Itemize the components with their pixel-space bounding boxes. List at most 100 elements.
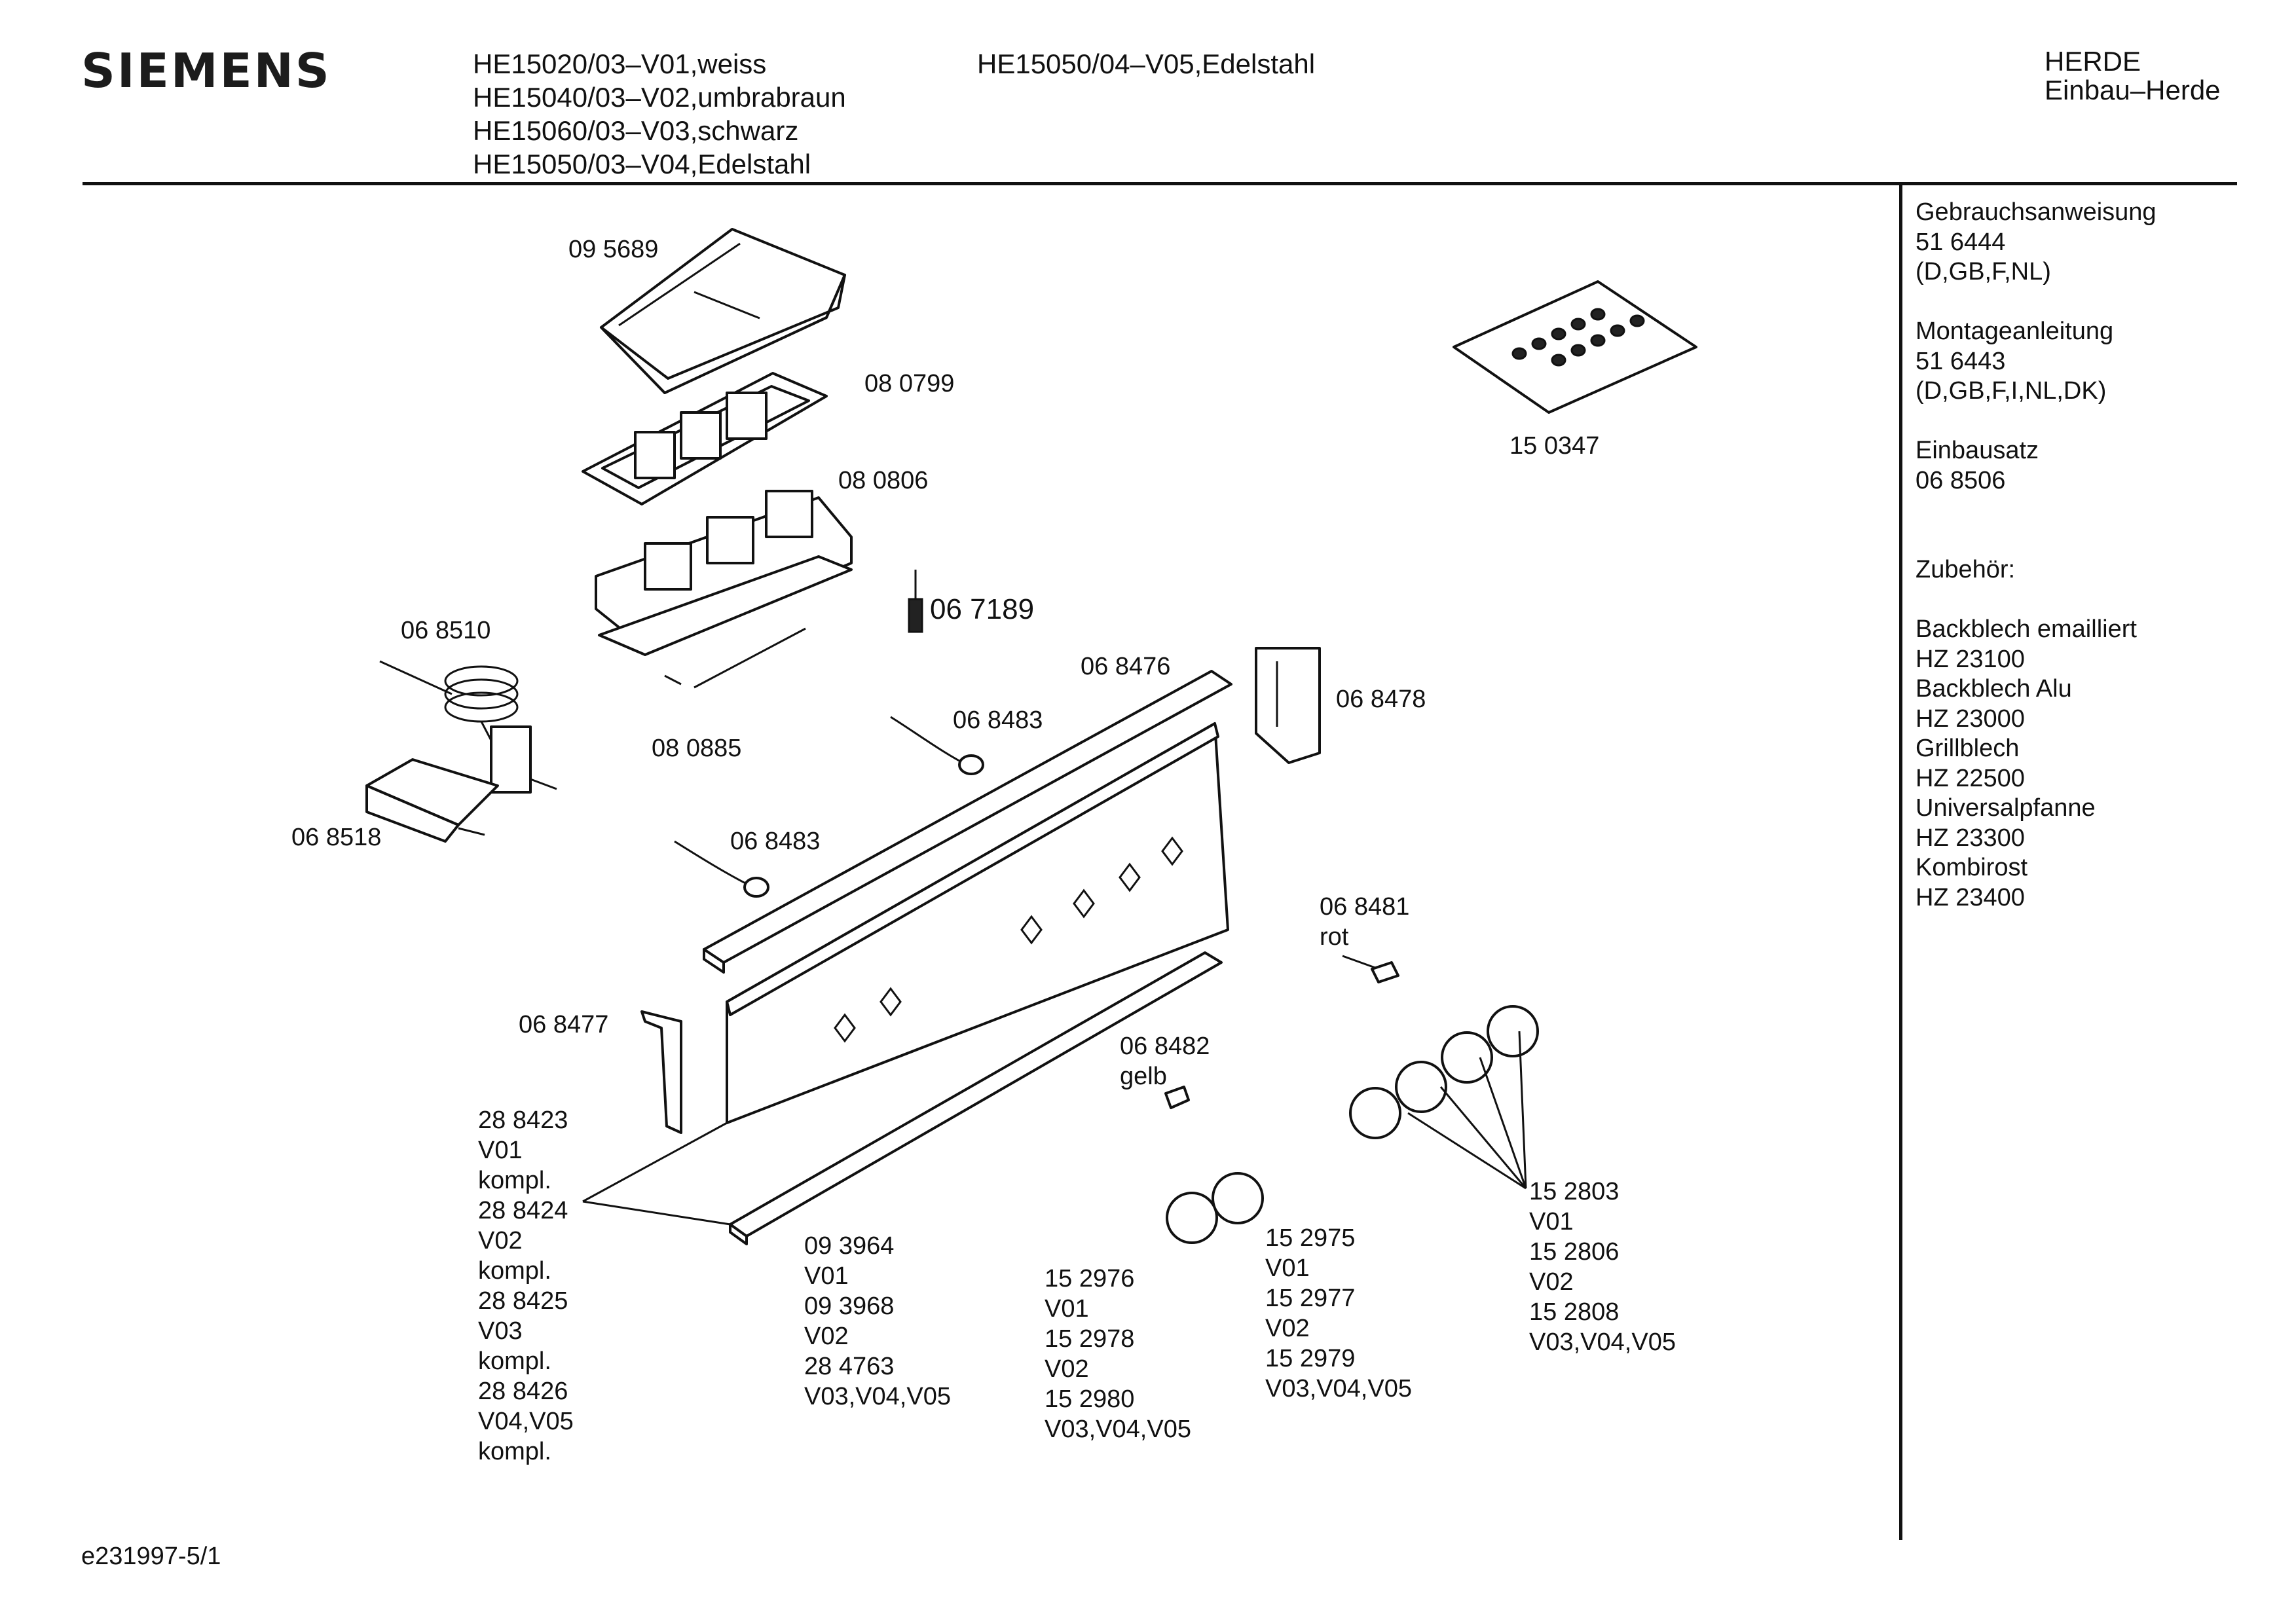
part-label-line: 15 2979: [1265, 1345, 1356, 1372]
sidebar-line: 51 6443: [1916, 347, 2006, 375]
drawing-sensor-068483-a: [890, 716, 984, 775]
sidebar-line: Backblech emailliert: [1916, 615, 2137, 643]
drawing-bottom-strip: [729, 951, 1223, 1245]
part-label-line: 15 2976: [1045, 1265, 1135, 1292]
sidebar-line: HZ 22500: [1916, 764, 2025, 792]
part-label-line: 15 2975: [1265, 1224, 1356, 1252]
model-line: HE15020/03–V01,weiss: [473, 48, 767, 79]
category-line: HERDE: [2045, 46, 2141, 77]
label-068483-a: 06 8483: [953, 706, 1043, 734]
sidebar-line: (D,GB,F,NL): [1916, 258, 2051, 285]
part-label-line: 09 3964: [804, 1232, 895, 1260]
part-label-line: 06 8481: [1320, 893, 1410, 921]
sidebar-line: HZ 23400: [1916, 883, 2025, 911]
label-068483-b: 06 8483: [730, 828, 820, 855]
sidebar-line: Universalpfanne: [1916, 794, 2096, 822]
part-label-line: 28 8425: [478, 1287, 568, 1315]
part-label-line: V03,V04,V05: [804, 1383, 951, 1410]
sidebar-line: Einbausatz: [1916, 437, 2039, 464]
drawing-clip-068482: [1164, 1086, 1190, 1109]
drawing-thermostat-068510: [379, 660, 557, 794]
sidebar-line: HZ 23100: [1916, 645, 2025, 673]
part-label-line: kompl.: [478, 1257, 551, 1285]
drawing-clip-068481: [1342, 955, 1399, 983]
sidebar-line: HZ 23300: [1916, 824, 2025, 852]
sidebar-line: 51 6444: [1916, 228, 2006, 256]
label-068476: 06 8476: [1081, 653, 1170, 680]
sidebar-line: Montageanleitung: [1916, 318, 2114, 345]
label-095689: 09 5689: [568, 236, 658, 263]
drawing-screw-067189: [908, 570, 923, 633]
part-label-line: V03,V04,V05: [1529, 1328, 1676, 1356]
part-label-line: 15 2808: [1529, 1298, 1620, 1326]
part-label-line: 28 8424: [478, 1197, 568, 1224]
drawing-trim-strip-068476: [703, 670, 1232, 974]
label-080885: 08 0885: [652, 735, 741, 762]
part-label-line: 15 2977: [1265, 1285, 1356, 1312]
part-label-line: V02: [478, 1227, 523, 1255]
drawing-control-panel: [726, 722, 1229, 1124]
sidebar-line: Grillblech: [1916, 735, 2020, 762]
part-label-line: 28 8423: [478, 1107, 568, 1134]
part-label-line: 28 4763: [804, 1353, 895, 1380]
part-label-line: V02: [1045, 1355, 1089, 1383]
document-id: e231997-5/1: [81, 1543, 221, 1570]
model-line: HE15050/03–V04,Edelstahl: [473, 149, 811, 179]
model-line: HE15040/03–V02,umbrabraun: [473, 82, 846, 113]
sidebar-line: Backblech Alu: [1916, 675, 2072, 703]
part-label-line: 15 2978: [1045, 1325, 1135, 1353]
label-068482: 06 8482 gelb: [1120, 1031, 1210, 1091]
drawing-screw-bag-150347: [1453, 280, 1697, 414]
part-label-line: 15 2980: [1045, 1385, 1135, 1413]
drawing-switch-block-080806: [595, 490, 853, 689]
part-label-line: V01: [804, 1262, 849, 1290]
label-067189: 06 7189: [930, 593, 1034, 625]
label-150347: 15 0347: [1509, 432, 1599, 460]
part-label-line: 06 8482: [1120, 1033, 1210, 1060]
part-label-line: 28 8426: [478, 1378, 568, 1405]
label-068478: 06 8478: [1336, 686, 1426, 713]
part-label-line: V03,V04,V05: [1045, 1416, 1191, 1443]
part-label-line: V02: [1529, 1268, 1574, 1296]
part-label-line: V01: [1529, 1208, 1574, 1236]
drawing-bracket-068478: [1255, 647, 1321, 764]
part-label-line: rot: [1320, 923, 1349, 951]
part-label-line: 15 2806: [1529, 1238, 1620, 1266]
part-label-line: kompl.: [478, 1438, 551, 1465]
sidebar-line: Kombirost: [1916, 854, 2028, 881]
sidebar-line: (D,GB,F,I,NL,DK): [1916, 377, 2107, 405]
part-label-line: 15 2803: [1529, 1178, 1620, 1205]
part-label-line: gelb: [1120, 1063, 1167, 1090]
label-068477: 06 8477: [519, 1011, 608, 1038]
label-080806: 08 0806: [838, 467, 928, 494]
part-label-line: V01: [1045, 1295, 1089, 1323]
part-label-line: V02: [804, 1323, 849, 1350]
drawing-frame-080799: [582, 372, 828, 505]
siemens-logo: SIEMENS: [81, 43, 331, 98]
sidebar-line: Zubehör:: [1916, 556, 2016, 583]
label-068518: 06 8518: [291, 824, 381, 851]
part-label-line: V01: [478, 1137, 523, 1164]
part-label-line: 09 3968: [804, 1292, 895, 1320]
category-line: Einbau–Herde: [2045, 75, 2221, 105]
drawing-tray-095689: [600, 228, 846, 394]
drawing-controller-068518: [365, 758, 499, 843]
part-label-line: V01: [1265, 1255, 1310, 1282]
part-label-line: kompl.: [478, 1167, 551, 1194]
drawing-knobs: [1166, 1005, 1539, 1244]
part-label-line: V02: [1265, 1315, 1310, 1342]
label-080799: 08 0799: [864, 370, 954, 397]
drawing-bracket-068477: [640, 1010, 682, 1134]
model-line: HE15060/03–V03,schwarz: [473, 115, 799, 146]
model-line: HE15050/04–V05,Edelstahl: [977, 48, 1316, 79]
label-068510: 06 8510: [401, 617, 491, 644]
sidebar-line: HZ 23000: [1916, 705, 2025, 733]
